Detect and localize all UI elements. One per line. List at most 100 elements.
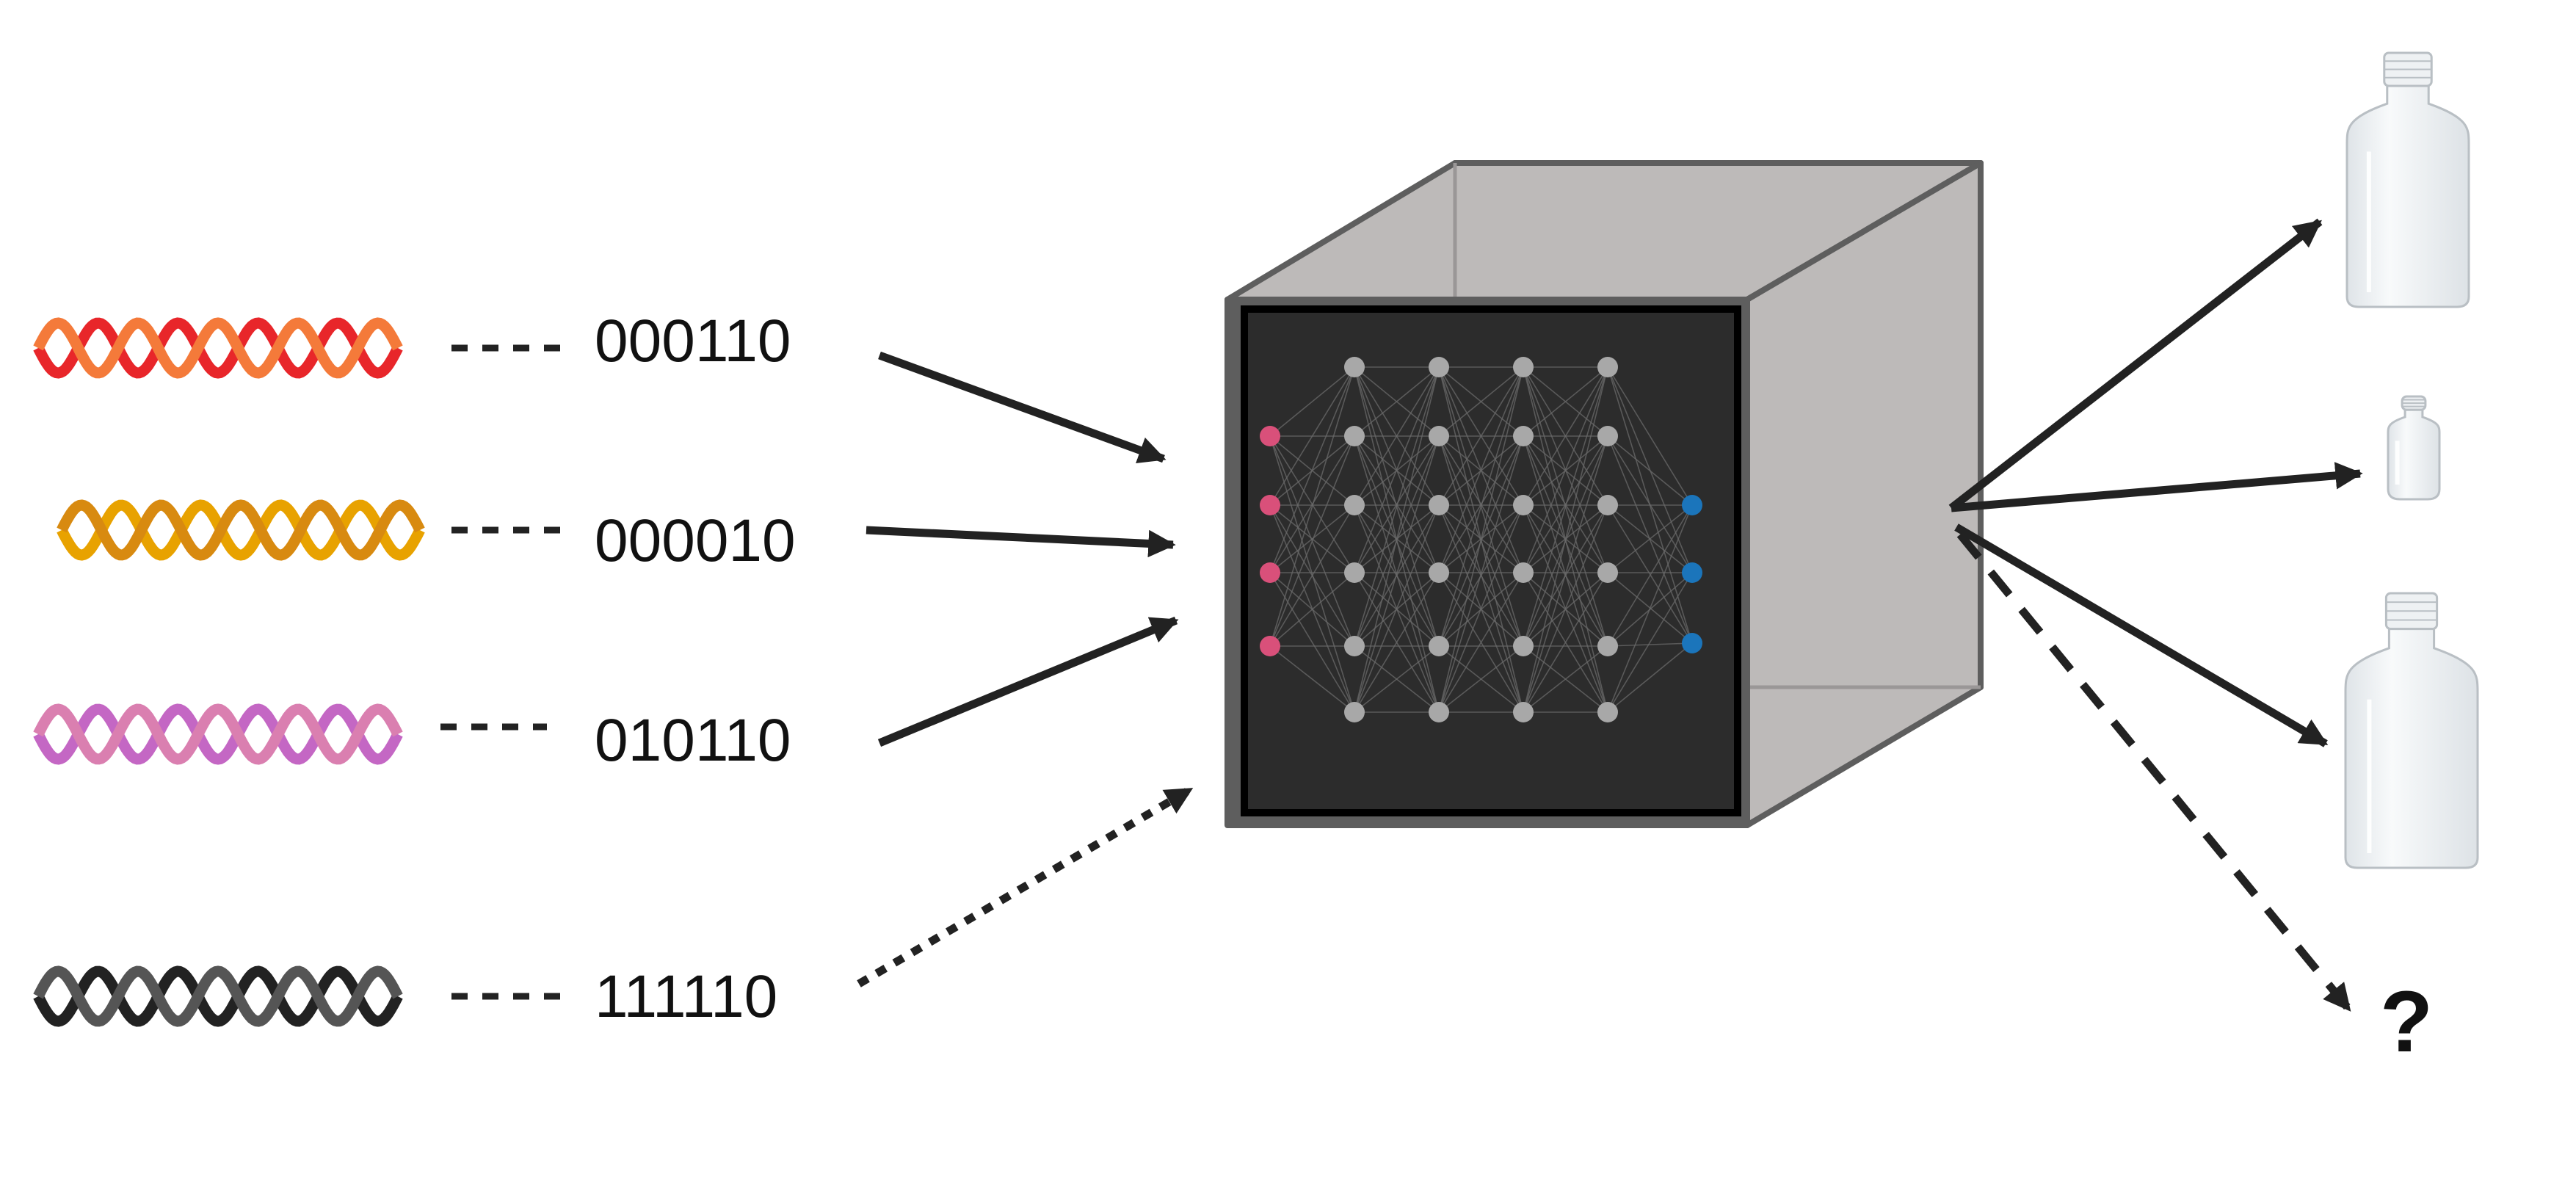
network-connection — [1607, 504, 1693, 713]
dna-helix-icon — [33, 703, 403, 765]
hidden-node — [1597, 562, 1618, 583]
helix-strand — [33, 703, 403, 765]
arrow — [1954, 523, 2329, 747]
helix-strand — [33, 965, 403, 1027]
helix-strand — [33, 703, 403, 765]
bottle-icon — [2387, 395, 2441, 501]
hidden-node — [1597, 495, 1618, 515]
hidden-node — [1429, 562, 1449, 583]
network-connection — [1269, 504, 1355, 573]
input-node — [1260, 636, 1280, 656]
output-node — [1682, 562, 1702, 583]
network-connection — [1523, 572, 1608, 713]
network-connection — [1269, 645, 1355, 713]
bottle-icon — [2345, 51, 2470, 308]
network-connection — [1523, 366, 1608, 713]
network-connection — [1523, 504, 1608, 713]
network-connection — [1607, 504, 1693, 644]
binary-code-label: 010110 — [595, 707, 791, 774]
screen-inner — [1248, 313, 1734, 809]
hidden-node — [1513, 562, 1534, 583]
hidden-node — [1513, 495, 1534, 515]
hidden-node — [1344, 495, 1365, 515]
helix-strand — [33, 317, 403, 379]
hidden-node — [1344, 562, 1365, 583]
helix-strand — [33, 317, 403, 379]
output-node — [1682, 495, 1702, 515]
network-connection — [1607, 642, 1693, 713]
output-arrows — [1948, 218, 2363, 1012]
network-connection — [1269, 572, 1355, 713]
dashed-arrow — [1956, 532, 2353, 1012]
network-connection — [1523, 366, 1608, 437]
network-connection — [1607, 504, 1693, 573]
network-connection — [1438, 366, 1524, 506]
output-node — [1682, 633, 1702, 653]
hidden-node — [1344, 426, 1365, 446]
arrow — [1951, 462, 2363, 512]
input-node — [1260, 426, 1280, 446]
network-connection — [1269, 504, 1355, 647]
dna-helix-icon — [33, 965, 403, 1027]
question-mark-icon: ? — [2380, 974, 2433, 1070]
helix-strand — [57, 499, 425, 561]
neural-network-icon — [1269, 366, 1693, 713]
bottle-body — [2345, 84, 2470, 308]
network-connection — [1523, 366, 1608, 647]
network-connection — [1269, 366, 1355, 647]
helix-strand — [33, 965, 403, 1027]
network-connection — [1354, 366, 1440, 437]
hidden-node — [1429, 495, 1449, 515]
network-connection — [1269, 435, 1355, 573]
binary-code-label: 111110 — [595, 963, 777, 1030]
input-row-1: 000110 — [33, 308, 791, 379]
network-connection — [1438, 435, 1524, 713]
network-connection — [1269, 366, 1355, 506]
black-box-cube — [1224, 160, 1984, 828]
network-connection — [1523, 645, 1608, 713]
bottle-body — [2387, 408, 2441, 501]
arrow — [878, 351, 1167, 464]
network-connection — [1269, 366, 1355, 437]
hidden-node — [1344, 702, 1365, 722]
network-connection — [1438, 645, 1524, 713]
helix-strand — [57, 499, 425, 561]
binary-code-label: 000110 — [595, 308, 791, 374]
hidden-node — [1513, 426, 1534, 446]
hidden-node — [1429, 636, 1449, 656]
network-connection — [1607, 642, 1693, 647]
input-node — [1260, 562, 1280, 583]
network-connection — [1354, 366, 1440, 573]
network-connection — [1438, 504, 1524, 713]
network-connection — [1354, 366, 1440, 713]
bottle-icon — [2344, 592, 2479, 869]
network-connection — [1523, 366, 1608, 506]
network-connection — [1269, 572, 1355, 647]
hidden-node — [1597, 426, 1618, 446]
hidden-node — [1344, 357, 1365, 377]
network-connection — [1438, 366, 1524, 713]
arrow — [866, 526, 1176, 558]
network-connection — [1354, 366, 1440, 647]
input-node — [1260, 495, 1280, 515]
hidden-node — [1597, 702, 1618, 722]
network-connection — [1607, 435, 1693, 573]
network-connection — [1354, 435, 1440, 573]
bottle-body — [2344, 628, 2479, 869]
input-row-3: 010110 — [33, 703, 791, 774]
hidden-node — [1513, 702, 1534, 722]
input-arrows — [857, 351, 1194, 987]
input-row-2: 000010 — [57, 499, 796, 574]
binary-code-label: 000010 — [595, 507, 796, 574]
dotted-arrow — [857, 786, 1194, 987]
dna-helix-icon — [57, 499, 425, 561]
network-connection — [1607, 572, 1693, 713]
hidden-node — [1513, 636, 1534, 656]
network-connection — [1438, 366, 1524, 647]
neural-network-nodes — [1260, 357, 1702, 722]
network-connection — [1354, 504, 1440, 713]
arrow — [877, 616, 1179, 747]
network-connection — [1607, 366, 1693, 506]
arrow — [1948, 218, 2323, 512]
